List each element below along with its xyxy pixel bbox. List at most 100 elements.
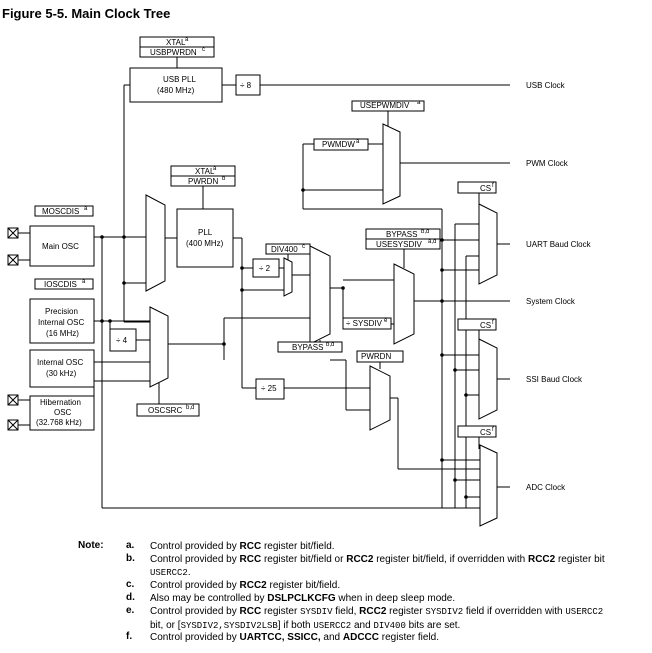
sysdiv-sup: e bbox=[384, 318, 388, 324]
moscdis-register-box bbox=[34, 205, 94, 217]
div8-label: ÷ 8 bbox=[240, 81, 252, 90]
note-d-text: Also may be controlled by DSLPCLKCFG whe… bbox=[150, 593, 456, 604]
moscdis-sup: a bbox=[84, 206, 88, 212]
pll-input-mux bbox=[145, 194, 166, 292]
internal-osc-30khz-block bbox=[29, 349, 95, 388]
pwrdn-mux bbox=[369, 365, 391, 431]
usbpwrdn-sup: c bbox=[202, 47, 205, 53]
note-a: Note: a. Control provided by RCC registe… bbox=[0, 540, 652, 554]
cs-adc-label: CS bbox=[480, 428, 491, 437]
uart-baud-clock-label: UART Baud Clock bbox=[526, 240, 592, 249]
hibernation-osc-block bbox=[29, 395, 95, 431]
pwrdn-mux-label: PWRDN bbox=[361, 352, 391, 361]
bypass-bottom-label: BYPASS bbox=[292, 343, 323, 352]
main-osc-label: Main OSC bbox=[42, 242, 79, 251]
cs-uart-label: CS bbox=[480, 184, 491, 193]
hibernation-label-1: Hibernation bbox=[40, 398, 81, 407]
cs-adc-sup: f bbox=[492, 427, 494, 433]
cs-ssi-label: CS bbox=[480, 321, 491, 330]
system-clock-label: System Clock bbox=[526, 297, 576, 306]
usb-pll-label-1: USB PLL bbox=[163, 75, 196, 84]
pll-label-1: PLL bbox=[198, 228, 213, 237]
usesysdiv-register-box bbox=[365, 238, 441, 250]
note-e-text: Control provided by RCC register SYSDIV … bbox=[150, 606, 604, 631]
cs-uart-register-box bbox=[457, 181, 497, 194]
bypass-top-sup: b,d bbox=[421, 229, 429, 235]
div400-label: DIV400 bbox=[271, 245, 298, 254]
piosc-label-1: Precision bbox=[45, 307, 78, 316]
note-e: e. Control provided by RCC register SYSD… bbox=[0, 605, 652, 631]
xtal-usb-label: XTAL bbox=[166, 38, 186, 47]
note-e-key: e. bbox=[126, 605, 135, 616]
oscsrc-register-box bbox=[136, 403, 200, 417]
hibernation-label-3: (32.768 kHz) bbox=[36, 418, 82, 427]
precision-internal-osc-block bbox=[29, 298, 95, 344]
adc-mux bbox=[479, 444, 498, 527]
oscsrc-label: OSCSRC bbox=[148, 406, 182, 415]
pwm-clock-label: PWM Clock bbox=[526, 159, 569, 168]
usb-pll-block bbox=[129, 67, 223, 103]
xtal-pll-sup: a bbox=[213, 166, 217, 172]
note-f-text: Control provided by UARTCC, SSICC, and A… bbox=[150, 632, 440, 643]
usesysdiv-label: USESYSDIV bbox=[376, 240, 422, 249]
bypass-bottom-sup: b,d bbox=[326, 342, 334, 348]
note-a-key: a. bbox=[126, 540, 135, 551]
oscsrc-sup: b,d bbox=[186, 405, 194, 411]
pll-label-2: (400 MHz) bbox=[186, 239, 224, 248]
note-c-key: c. bbox=[126, 579, 135, 590]
bypass-mux bbox=[309, 245, 331, 345]
note-d: d. Also may be controlled by DSLPCLKCFG … bbox=[0, 592, 652, 606]
usepwmdiv-label: USEPWMDIV bbox=[360, 101, 410, 110]
hibernation-label-2: OSC bbox=[54, 408, 72, 417]
adc-clock-label: ADC Clock bbox=[526, 483, 566, 492]
xtal-pll-label: XTAL bbox=[195, 167, 215, 176]
sysdiv-label: ÷ SYSDIV bbox=[346, 319, 383, 328]
usb-clock-label: USB Clock bbox=[526, 81, 566, 90]
uart-mux bbox=[478, 203, 498, 285]
ioscdis-label: IOSCDIS bbox=[44, 280, 77, 289]
pwmdw-label: PWMDW bbox=[322, 140, 355, 149]
note-b-text: Control provided by RCC register bit/fie… bbox=[150, 554, 605, 578]
moscdis-label: MOSCDIS bbox=[42, 207, 79, 216]
div25-block bbox=[255, 378, 285, 400]
div25-label: ÷ 25 bbox=[261, 384, 277, 393]
cs-adc-register-box bbox=[457, 425, 497, 438]
xtal-usb-sup: a bbox=[185, 37, 189, 43]
cs-uart-sup: f bbox=[492, 183, 494, 189]
note-c-text: Control provided by RCC2 register bit/fi… bbox=[150, 580, 341, 591]
usbpwrdn-label: USBPWRDN bbox=[150, 48, 197, 57]
piosc-label-2: Internal OSC bbox=[38, 318, 84, 327]
oscsrc-mux bbox=[149, 306, 169, 388]
usb-pll-label-2: (480 MHz) bbox=[157, 86, 195, 95]
cs-ssi-register-box bbox=[457, 318, 497, 331]
cs-ssi-sup: f bbox=[492, 320, 494, 326]
div400-sup: c bbox=[302, 244, 305, 250]
main-osc-block bbox=[29, 225, 95, 267]
internal-osc-label-1: Internal OSC bbox=[37, 358, 83, 367]
usesysdiv-sup: a,d bbox=[428, 239, 436, 245]
note-f: f. Control provided by UARTCC, SSICC, an… bbox=[0, 631, 652, 645]
note-c: c. Control provided by RCC2 register bit… bbox=[0, 579, 652, 593]
piosc-label-3: (16 MHz) bbox=[46, 329, 79, 338]
ioscdis-register-box bbox=[34, 278, 94, 290]
usepwmdiv-sup: a bbox=[417, 100, 421, 106]
notes-heading: Note: bbox=[78, 540, 104, 551]
pll-block bbox=[176, 208, 234, 268]
div4-label: ÷ 4 bbox=[116, 336, 128, 345]
note-a-text: Control provided by RCC register bit/fie… bbox=[150, 541, 335, 552]
note-d-key: d. bbox=[126, 592, 135, 603]
clock-tree-diagram: Figure 5-5. Main Clock Tree bbox=[2, 6, 592, 527]
pwrdn-pll-label: PWRDN bbox=[188, 177, 218, 186]
pwm-mux bbox=[382, 123, 401, 205]
pwrdn-pll-sup: b bbox=[222, 176, 226, 182]
note-b-key: b. bbox=[126, 553, 135, 564]
usesysdiv-mux bbox=[393, 263, 415, 345]
figure-title: Figure 5-5. Main Clock Tree bbox=[2, 6, 170, 21]
ssi-baud-clock-label: SSI Baud Clock bbox=[526, 375, 583, 384]
pwmdw-sup: a bbox=[356, 139, 360, 145]
div400-mux bbox=[283, 257, 293, 297]
note-f-key: f. bbox=[126, 631, 133, 642]
bypass-top-label: BYPASS bbox=[386, 230, 417, 239]
note-b: b. Control provided by RCC register bit/… bbox=[0, 553, 652, 579]
internal-osc-label-2: (30 kHz) bbox=[46, 369, 77, 378]
